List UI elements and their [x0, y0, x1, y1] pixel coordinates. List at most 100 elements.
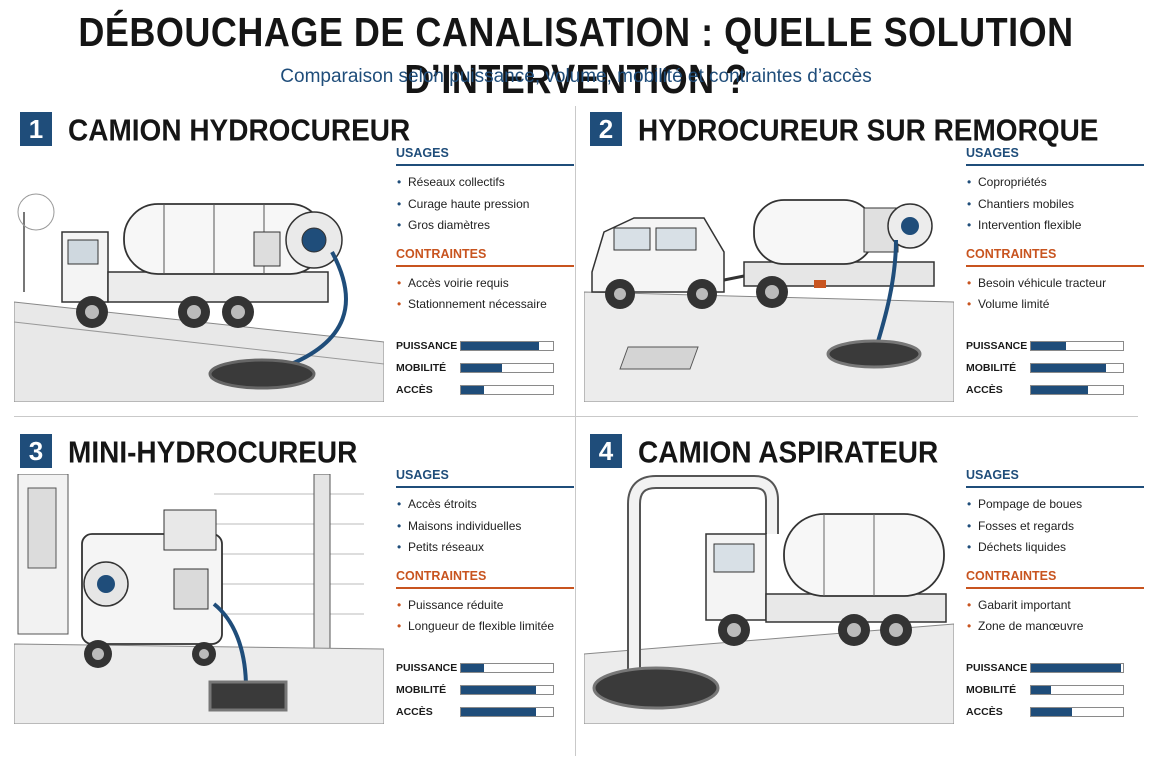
list-item: Réseaux collectifs — [396, 172, 574, 194]
panel-camion-hydrocureur: 1 CAMION HYDROCUREUR USAGES Rés — [13, 108, 574, 408]
list-item: Besoin véhicule tracteur — [966, 273, 1144, 295]
list-item: Copropriétés — [966, 172, 1144, 194]
list-item: Accès étroits — [396, 494, 574, 516]
list-item: Déchets liquides — [966, 537, 1144, 559]
rating-label: MOBILITÉ — [966, 684, 1017, 696]
compact-pressure-unit-icon — [13, 473, 385, 725]
horizontal-divider — [14, 416, 1138, 417]
rating-acces: ACCÈS — [396, 380, 574, 402]
list-item: Gabarit important — [966, 595, 1144, 617]
panel-number: 4 — [590, 434, 622, 468]
usages-heading: USAGES — [396, 146, 574, 166]
rating-bar — [1030, 707, 1124, 717]
rating-label: ACCÈS — [966, 384, 1003, 396]
usages-heading: USAGES — [966, 146, 1144, 166]
list-item: Curage haute pression — [396, 194, 574, 216]
rating-label: PUISSANCE — [966, 340, 1028, 352]
panel-camion-aspirateur: 4 CAMION ASPIRATEUR USAGES Pompage de bo… — [583, 430, 1144, 730]
usages-heading: USAGES — [966, 468, 1144, 488]
panel-hydrocureur-sur-remorque: 2 HYDROCUREUR SUR REMORQUE USAGES Coprop… — [583, 108, 1144, 408]
list-item: Volume limité — [966, 294, 1144, 316]
list-item: Intervention flexible — [966, 215, 1144, 237]
rating-puissance: PUISSANCE — [396, 336, 574, 358]
contraintes-list: Besoin véhicule tracteur Volume limité — [966, 273, 1144, 316]
contraintes-heading: CONTRAINTES — [396, 569, 574, 589]
panel-title: HYDROCUREUR SUR REMORQUE — [638, 113, 1099, 148]
contraintes-heading: CONTRAINTES — [396, 247, 574, 267]
rating-label: MOBILITÉ — [966, 362, 1017, 374]
rating-label: PUISSANCE — [396, 340, 458, 352]
rating-bar — [460, 341, 554, 351]
info-column: USAGES Réseaux collectifs Curage haute p… — [396, 146, 574, 316]
rating-mobilite: MOBILITÉ — [966, 358, 1144, 380]
vertical-divider — [575, 106, 576, 756]
panel-title: CAMION ASPIRATEUR — [638, 435, 939, 470]
rating-label: MOBILITÉ — [396, 362, 447, 374]
ratings: PUISSANCE MOBILITÉ ACCÈS — [396, 336, 574, 402]
list-item: Fosses et regards — [966, 516, 1144, 538]
rating-bar — [460, 363, 554, 373]
rating-fill — [461, 664, 484, 672]
panel-number: 3 — [20, 434, 52, 468]
panel-mini-hydrocureur: 3 MINI-HYDROCUREUR USAGES Accès — [13, 430, 574, 730]
list-item: Accès voirie requis — [396, 273, 574, 295]
rating-bar — [1030, 363, 1124, 373]
list-item: Longueur de flexible limitée — [396, 616, 574, 638]
ratings: PUISSANCE MOBILITÉ ACCÈS — [396, 658, 574, 724]
contraintes-list: Puissance réduite Longueur de flexible l… — [396, 595, 574, 638]
ratings: PUISSANCE MOBILITÉ ACCÈS — [966, 336, 1144, 402]
rating-fill — [461, 364, 503, 372]
list-item: Zone de manœuvre — [966, 616, 1144, 638]
truck-with-tank-and-hose-icon — [13, 152, 385, 403]
rating-label: PUISSANCE — [396, 662, 458, 674]
list-item: Stationnement nécessaire — [396, 294, 574, 316]
rating-fill — [1031, 364, 1107, 372]
rating-acces: ACCÈS — [966, 702, 1144, 724]
contraintes-list: Gabarit important Zone de manœuvre — [966, 595, 1144, 638]
info-column: USAGES Pompage de boues Fosses et regard… — [966, 468, 1144, 638]
car-with-trailer-tank-icon — [583, 152, 955, 403]
panel-number: 2 — [590, 112, 622, 146]
usages-heading: USAGES — [396, 468, 574, 488]
list-item: Pompage de boues — [966, 494, 1144, 516]
usages-list: Pompage de boues Fosses et regards Déche… — [966, 494, 1144, 559]
panel-title: MINI-HYDROCUREUR — [68, 435, 358, 470]
rating-acces: ACCÈS — [396, 702, 574, 724]
rating-fill — [1031, 686, 1052, 694]
rating-fill — [461, 708, 537, 716]
rating-bar — [460, 385, 554, 395]
rating-puissance: PUISSANCE — [966, 336, 1144, 358]
rating-mobilite: MOBILITÉ — [396, 680, 574, 702]
rating-fill — [461, 686, 537, 694]
rating-label: ACCÈS — [396, 706, 433, 718]
rating-label: ACCÈS — [966, 706, 1003, 718]
rating-fill — [461, 342, 540, 350]
rating-mobilite: MOBILITÉ — [966, 680, 1144, 702]
rating-puissance: PUISSANCE — [396, 658, 574, 680]
page-title: DÉBOUCHAGE DE CANALISATION : QUELLE SOLU… — [78, 8, 1074, 102]
rating-puissance: PUISSANCE — [966, 658, 1144, 680]
ratings: PUISSANCE MOBILITÉ ACCÈS — [966, 658, 1144, 724]
rating-label: MOBILITÉ — [396, 684, 447, 696]
rating-bar — [460, 663, 554, 673]
usages-list: Copropriétés Chantiers mobiles Intervent… — [966, 172, 1144, 237]
rating-bar — [460, 685, 554, 695]
list-item: Maisons individuelles — [396, 516, 574, 538]
rating-fill — [461, 386, 484, 394]
rating-fill — [1031, 664, 1122, 672]
info-column: USAGES Copropriétés Chantiers mobiles In… — [966, 146, 1144, 316]
list-item: Petits réseaux — [396, 537, 574, 559]
rating-fill — [1031, 386, 1089, 394]
rating-bar — [460, 707, 554, 717]
rating-mobilite: MOBILITÉ — [396, 358, 574, 380]
usages-list: Accès étroits Maisons individuelles Peti… — [396, 494, 574, 559]
rating-bar — [1030, 685, 1124, 695]
rating-fill — [1031, 342, 1066, 350]
rating-label: ACCÈS — [396, 384, 433, 396]
usages-list: Réseaux collectifs Curage haute pression… — [396, 172, 574, 237]
contraintes-heading: CONTRAINTES — [966, 569, 1144, 589]
rating-label: PUISSANCE — [966, 662, 1028, 674]
rating-fill — [1031, 708, 1073, 716]
list-item: Chantiers mobiles — [966, 194, 1144, 216]
list-item: Gros diamètres — [396, 215, 574, 237]
